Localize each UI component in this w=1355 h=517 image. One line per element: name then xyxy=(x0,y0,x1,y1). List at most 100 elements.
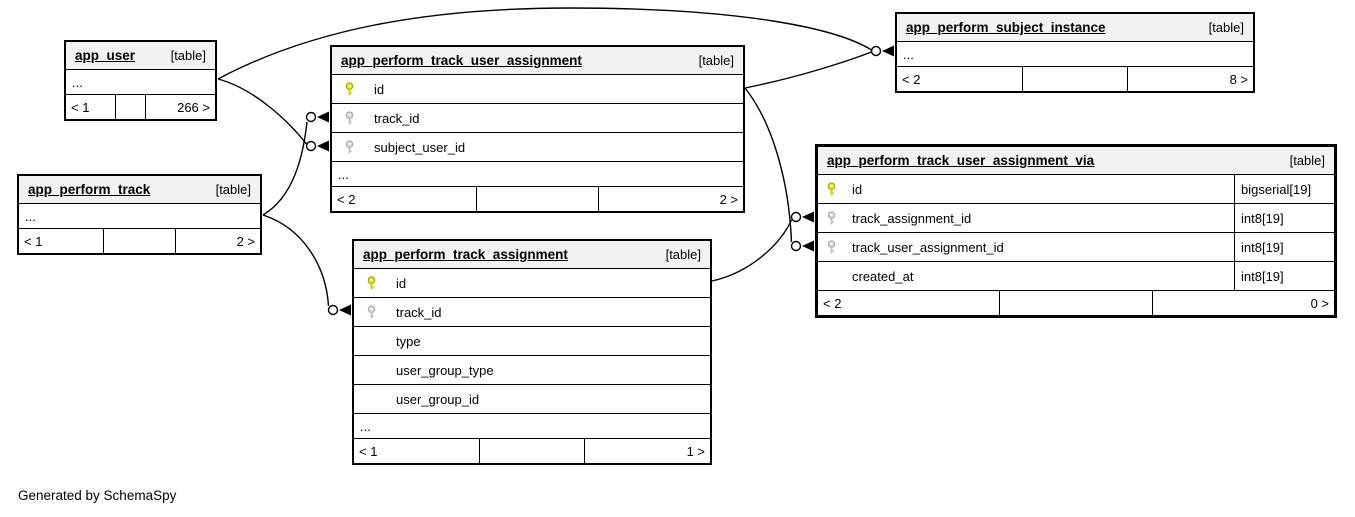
table-footer: < 1 266 > xyxy=(66,94,215,119)
column-row: type xyxy=(354,326,710,355)
table-app-user[interactable]: app_user [table] ... < 1 266 > xyxy=(64,40,217,121)
ellipsis-label: ... xyxy=(903,46,914,62)
connector-ta-track-id xyxy=(327,304,351,316)
table-app-perform-track[interactable]: app_perform_track [table] ... < 1 2 > xyxy=(17,174,262,255)
connector-tua-track-id xyxy=(305,111,329,123)
footer-spacer xyxy=(475,187,600,211)
column-name: track_id xyxy=(374,110,420,126)
column-row: track_assignment_id int8[19] xyxy=(818,203,1334,232)
column-row: track_user_assignment_id int8[19] xyxy=(818,232,1334,261)
column-name: created_at xyxy=(852,268,914,284)
table-header: app_user [table] xyxy=(66,42,215,69)
footer-spacer xyxy=(1021,67,1129,91)
foreign-key-icon xyxy=(826,239,840,255)
table-header: app_perform_track_assignment [table] xyxy=(354,241,710,268)
column-row: subject_user_id xyxy=(332,132,743,161)
footer-spacer xyxy=(103,229,176,253)
children-count: 2 > xyxy=(719,191,738,207)
parents-count: < 2 xyxy=(823,295,842,311)
table-type-tag: [table] xyxy=(1208,20,1244,35)
table-footer: < 2 2 > xyxy=(332,186,743,211)
primary-key-icon xyxy=(826,181,840,197)
relationship-line xyxy=(262,214,330,307)
table-header: app_perform_track_user_assignment_via [t… xyxy=(818,147,1334,174)
table-type-tag: [table] xyxy=(698,53,734,68)
column-row: id bigserial[19] xyxy=(818,174,1334,203)
relationship-line xyxy=(744,51,872,89)
foreign-key-icon xyxy=(344,110,358,126)
table-header: app_perform_track_user_assignment [table… xyxy=(332,47,743,74)
hidden-columns-row: ... xyxy=(66,69,215,94)
connector-subject-instance xyxy=(870,45,894,57)
table-name-link[interactable]: app_user xyxy=(75,48,136,63)
foreign-key-icon xyxy=(344,139,358,155)
table-app-perform-track-user-assignment-via[interactable]: app_perform_track_user_assignment_via [t… xyxy=(815,144,1337,318)
column-name: id xyxy=(852,181,863,197)
generator-note: Generated by SchemaSpy xyxy=(18,488,177,503)
parents-count: < 1 xyxy=(71,99,90,115)
table-footer: < 1 2 > xyxy=(19,228,260,253)
hidden-columns-row: ... xyxy=(332,161,743,186)
parents-count: < 2 xyxy=(337,191,356,207)
relationship-line xyxy=(711,219,793,282)
table-app-perform-subject-instance[interactable]: app_perform_subject_instance [table] ...… xyxy=(895,12,1255,93)
ellipsis-label: ... xyxy=(360,418,371,434)
column-name: type xyxy=(396,333,421,349)
table-type-tag: [table] xyxy=(665,247,701,262)
relationship-line xyxy=(744,87,793,243)
table-app-perform-track-user-assignment[interactable]: app_perform_track_user_assignment [table… xyxy=(330,45,745,213)
table-type-tag: [table] xyxy=(215,182,251,197)
table-name-link[interactable]: app_perform_track xyxy=(28,182,151,197)
hidden-columns-row: ... xyxy=(19,203,260,228)
column-row: track_id xyxy=(354,297,710,326)
ellipsis-label: ... xyxy=(72,74,83,90)
ellipsis-label: ... xyxy=(338,166,349,182)
table-type-tag: [table] xyxy=(170,48,206,63)
foreign-key-icon xyxy=(826,210,840,226)
hidden-columns-row: ... xyxy=(897,41,1253,66)
foreign-key-icon xyxy=(366,304,380,320)
parents-count: < 1 xyxy=(24,233,43,249)
column-row: user_group_id xyxy=(354,384,710,413)
primary-key-icon xyxy=(344,81,358,97)
table-name-link[interactable]: app_perform_track_user_assignment xyxy=(341,53,582,68)
parents-count: < 2 xyxy=(902,71,921,87)
primary-key-icon xyxy=(366,275,380,291)
footer-spacer xyxy=(478,439,586,463)
column-name: subject_user_id xyxy=(374,139,466,155)
column-type: bigserial[19] xyxy=(1234,175,1334,203)
children-count: 266 > xyxy=(177,99,210,115)
table-footer: < 2 8 > xyxy=(897,66,1253,91)
column-name: user_group_id xyxy=(396,391,480,407)
footer-spacer xyxy=(998,291,1154,315)
connector-via-track-assignment-id xyxy=(790,211,814,223)
table-type-tag: [table] xyxy=(1289,153,1325,168)
table-header: app_perform_subject_instance [table] xyxy=(897,14,1253,41)
column-row: user_group_type xyxy=(354,355,710,384)
column-type: int8[19] xyxy=(1234,233,1334,261)
children-count: 2 > xyxy=(236,233,255,249)
table-footer: < 2 0 > xyxy=(818,290,1334,315)
column-row: created_at int8[19] xyxy=(818,261,1334,290)
table-name-link[interactable]: app_perform_track_assignment xyxy=(363,247,568,262)
column-row: id xyxy=(354,268,710,297)
table-name-link[interactable]: app_perform_track_user_assignment_via xyxy=(827,153,1095,168)
column-row: track_id xyxy=(332,103,743,132)
connector-via-track-user-assignment-id xyxy=(790,240,814,252)
ellipsis-label: ... xyxy=(25,208,36,224)
table-header: app_perform_track [table] xyxy=(19,176,260,203)
column-name: id xyxy=(396,275,407,291)
relationship-line xyxy=(217,78,308,145)
table-name-link[interactable]: app_perform_subject_instance xyxy=(906,20,1106,35)
children-count: 1 > xyxy=(686,443,705,459)
hidden-columns-row: ... xyxy=(354,413,710,438)
parents-count: < 1 xyxy=(359,443,378,459)
column-name: track_id xyxy=(396,304,442,320)
table-app-perform-track-assignment[interactable]: app_perform_track_assignment [table] id … xyxy=(352,239,712,465)
table-footer: < 1 1 > xyxy=(354,438,710,463)
children-count: 8 > xyxy=(1229,71,1248,87)
column-name: track_assignment_id xyxy=(852,210,972,226)
column-name: user_group_type xyxy=(396,362,494,378)
column-type: int8[19] xyxy=(1234,262,1334,290)
